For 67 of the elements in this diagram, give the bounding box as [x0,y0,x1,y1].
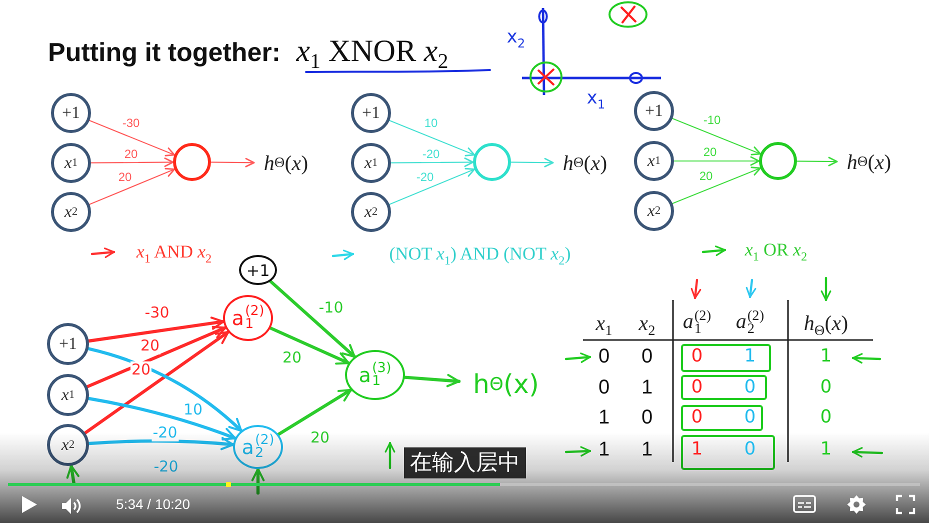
table-cell: 1 [641,438,653,462]
arrow [388,120,476,156]
arrow [390,158,474,167]
arrow [673,156,760,166]
table-cell: 1 [820,440,832,460]
slide-title: Putting it together: x$_{1}$ XNOR x$_{2}$ [48,33,448,69]
column-header: x$_{1}$ [596,310,612,336]
table-cell: 0 [820,378,832,398]
weight-label: -20 [152,424,178,442]
arrow [88,168,176,205]
table-cell: 0 [691,378,703,398]
arrow [86,326,227,388]
column-header: x$_{2}$ [638,310,656,336]
table-cell: 0 [598,376,610,400]
arrow [268,280,356,358]
arrow [672,166,762,204]
arrow [388,168,476,205]
arrow [796,156,838,166]
table-cell: 1 [691,440,703,460]
column-header: h$_{Θ}$(x) [804,310,848,336]
arrow [251,467,265,495]
axis-label: x$_{2}$ [506,28,526,48]
arrow [210,158,255,168]
arrow [672,118,762,156]
axis-label: x$_{1}$ [586,88,606,110]
arrow [510,158,554,168]
arrow [276,388,352,436]
network-caption: (NOT x$_{1}$) AND (NOT x$_{2}$) [389,244,571,264]
subtitle-caption: 在输入层中 [404,447,526,479]
arrow [88,120,176,156]
table-cell: 0 [744,440,756,460]
table-cell: 0 [744,378,756,398]
neuron-circle [173,143,211,181]
table-cell: 0 [641,406,653,430]
arrow [403,374,461,388]
neuron-circle [473,143,511,181]
table-cell: 1 [598,438,610,462]
arrow [86,347,243,432]
weight-label: -20 [421,148,441,162]
table-cell: 1 [598,406,610,430]
network-caption: x$_{1}$ AND x$_{2}$ [136,242,212,262]
table-cell: 0 [598,346,610,368]
weight-label: 20 [123,148,139,162]
table-cell: 0 [691,408,703,428]
table-cell: 0 [641,346,653,368]
arrow [87,396,237,441]
neuron-circle: +1 [239,255,277,285]
table-cell: 0 [691,346,703,368]
table-cell: 1 [641,376,653,400]
time-display: 5:34 / 10:20 [116,496,190,512]
table-cell: 0 [744,408,756,428]
table-cell: 1 [744,346,756,368]
neuron-circle [759,142,797,180]
arrow [87,316,225,343]
arrow [84,330,230,434]
neuron-circle: +1 [47,323,89,365]
table-cell: 1 [820,346,832,368]
neuron-circle: +1 [351,93,391,133]
neuron-circle: +1 [634,91,674,131]
arrow [268,326,350,365]
neuron-circle: +1 [51,93,91,133]
arrow [90,158,174,167]
weight-label: 20 [139,337,161,355]
table-cell: 0 [820,408,832,428]
network-caption: x$_{1}$ OR x$_{2}$ [744,240,808,260]
arrow [66,464,80,486]
arrow [87,437,235,450]
